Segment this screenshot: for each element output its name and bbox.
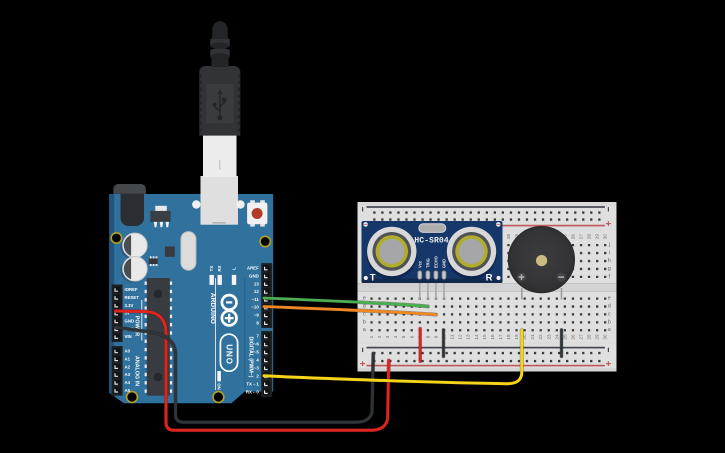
svg-text:b: b — [363, 319, 366, 325]
svg-text:~11: ~11 — [252, 297, 260, 302]
svg-text:Vcc: Vcc — [417, 260, 422, 268]
svg-text:ARDUINO: ARDUINO — [209, 293, 216, 324]
svg-text:29: 29 — [595, 334, 600, 340]
svg-text:18: 18 — [506, 334, 511, 340]
svg-text:9: 9 — [433, 335, 438, 338]
svg-text:15: 15 — [482, 334, 487, 340]
svg-text:e: e — [363, 296, 366, 302]
svg-text:27: 27 — [579, 234, 584, 240]
svg-text:c: c — [363, 311, 366, 317]
svg-text:A0: A0 — [125, 349, 131, 354]
svg-text:A1: A1 — [125, 356, 131, 361]
svg-text:RESET: RESET — [125, 295, 140, 300]
svg-text:1: 1 — [369, 335, 374, 338]
svg-text:2: 2 — [256, 373, 259, 378]
svg-text:d: d — [363, 304, 366, 310]
svg-text:8: 8 — [256, 320, 259, 325]
svg-text:L: L — [232, 267, 237, 270]
svg-text:27: 27 — [579, 334, 584, 340]
svg-text:3.3V: 3.3V — [125, 303, 134, 308]
svg-text:GND: GND — [442, 259, 447, 268]
svg-text:30: 30 — [603, 234, 608, 240]
svg-text:17: 17 — [498, 334, 503, 340]
svg-text:29: 29 — [595, 234, 600, 240]
svg-text:DIGITAL (PWM~): DIGITAL (PWM~) — [247, 337, 253, 378]
svg-text:8: 8 — [425, 335, 430, 338]
svg-text:ANALOG IN: ANALOG IN — [133, 356, 139, 386]
svg-text:5: 5 — [401, 335, 406, 338]
svg-text:24: 24 — [554, 334, 559, 340]
svg-text:25: 25 — [562, 334, 567, 340]
svg-text:14: 14 — [474, 334, 479, 340]
svg-text:13: 13 — [254, 281, 259, 286]
svg-text:~5: ~5 — [254, 350, 260, 355]
svg-text:6: 6 — [409, 335, 414, 338]
svg-text:T: T — [370, 273, 376, 284]
svg-text:TRIG: TRIG — [425, 258, 430, 268]
svg-text:12: 12 — [254, 289, 259, 294]
svg-text:2: 2 — [377, 335, 382, 338]
svg-text:12: 12 — [458, 334, 463, 340]
svg-text:~6: ~6 — [254, 342, 260, 347]
svg-text:26: 26 — [570, 234, 575, 240]
svg-text:13: 13 — [466, 334, 471, 340]
svg-text:POWER: POWER — [133, 316, 139, 336]
svg-text:3: 3 — [385, 335, 390, 338]
svg-text:30: 30 — [603, 334, 608, 340]
svg-text:GND: GND — [249, 274, 259, 279]
svg-text:i: i — [609, 250, 610, 256]
svg-text:GND: GND — [125, 319, 135, 324]
svg-text:22: 22 — [538, 334, 543, 340]
svg-text:18: 18 — [506, 234, 511, 240]
svg-text:~3: ~3 — [254, 365, 260, 370]
svg-text:A5: A5 — [125, 388, 131, 393]
svg-text:4: 4 — [393, 335, 398, 338]
svg-text:26: 26 — [570, 334, 575, 340]
svg-text:7: 7 — [256, 334, 259, 339]
svg-text:16: 16 — [490, 334, 495, 340]
svg-text:j: j — [608, 242, 610, 248]
svg-text:HC-SR04: HC-SR04 — [414, 237, 448, 246]
svg-text:g: g — [608, 266, 611, 272]
svg-text:UNO: UNO — [225, 344, 234, 365]
svg-text:TX→1: TX→1 — [246, 381, 259, 386]
svg-text:28: 28 — [587, 334, 592, 340]
svg-text:11: 11 — [450, 334, 455, 339]
svg-text:e: e — [608, 296, 611, 302]
svg-text:19: 19 — [514, 334, 519, 340]
svg-text:a: a — [608, 327, 611, 333]
svg-text:20: 20 — [522, 334, 527, 340]
svg-text:19: 19 — [514, 234, 519, 240]
svg-text:ECHO: ECHO — [433, 255, 438, 268]
svg-text:AREF: AREF — [247, 266, 259, 271]
svg-text:R: R — [486, 273, 493, 284]
svg-text:5V: 5V — [125, 311, 130, 316]
svg-text:VIN: VIN — [125, 334, 132, 339]
svg-text:c: c — [608, 311, 611, 317]
svg-text:~9: ~9 — [254, 313, 260, 318]
svg-text:28: 28 — [587, 234, 592, 240]
svg-text:h: h — [608, 258, 611, 264]
svg-text:23: 23 — [546, 334, 551, 340]
svg-text:~10: ~10 — [251, 305, 259, 310]
svg-text:a: a — [363, 327, 366, 333]
svg-text:A4: A4 — [125, 380, 131, 385]
svg-text:A3: A3 — [125, 372, 131, 377]
svg-text:RX: RX — [217, 265, 222, 271]
svg-text:ON: ON — [217, 383, 222, 389]
svg-text:f: f — [609, 274, 611, 280]
svg-text:RX←0: RX←0 — [246, 389, 259, 394]
svg-text:A2: A2 — [125, 364, 131, 369]
svg-text:IOREF: IOREF — [125, 287, 139, 292]
svg-text:4: 4 — [256, 357, 259, 362]
svg-text:b: b — [608, 319, 611, 325]
svg-text:d: d — [608, 304, 611, 310]
svg-text:21: 21 — [530, 334, 535, 340]
svg-text:TX: TX — [209, 266, 214, 272]
